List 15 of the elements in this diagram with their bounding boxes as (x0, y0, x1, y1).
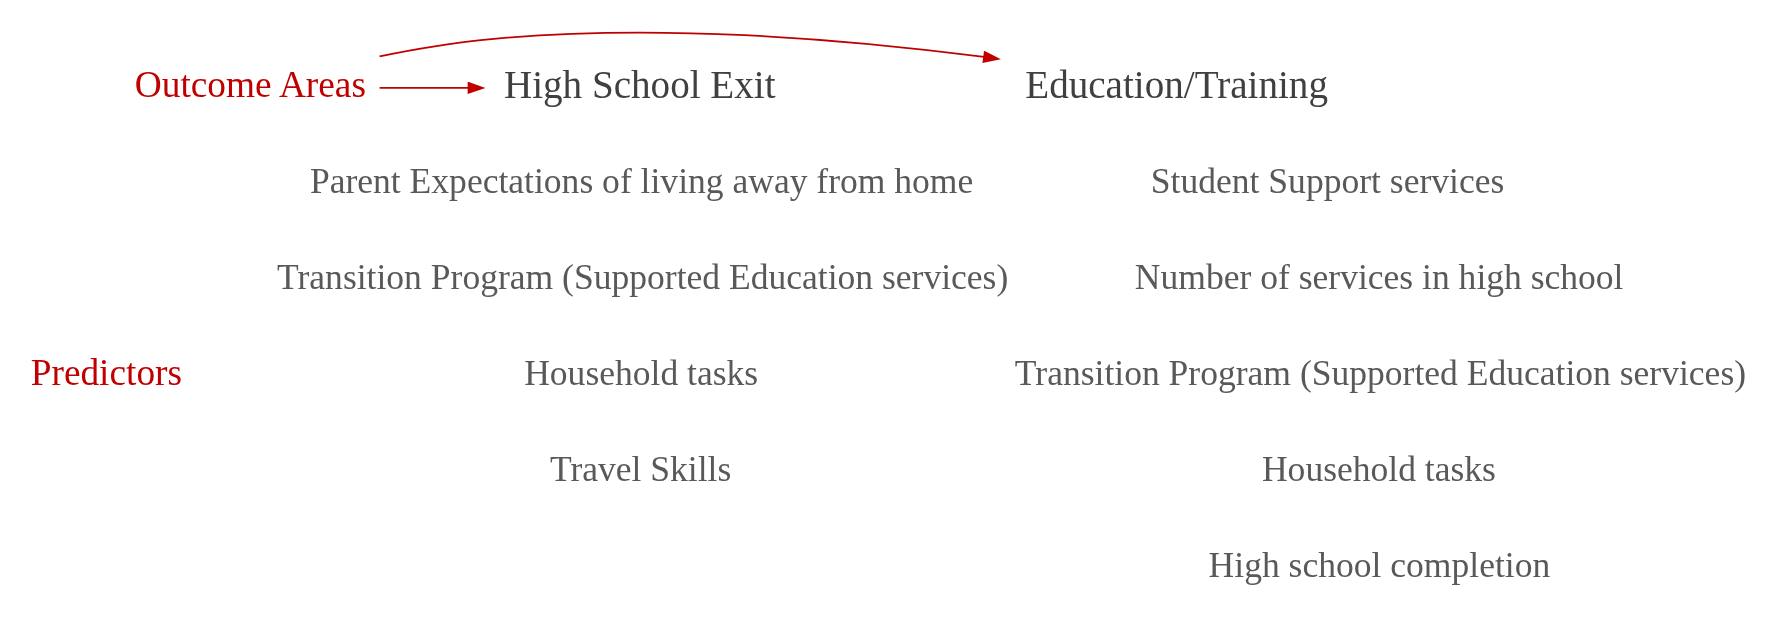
node-text: Outcome Areas (134, 64, 366, 106)
label: Household tasks (524, 352, 759, 393)
label: Travel Skills (549, 448, 732, 489)
arrow (378, 31, 1001, 63)
node-text: Predictors (30, 352, 183, 394)
label: High school completion (1208, 544, 1551, 585)
arrow (378, 81, 486, 95)
label: Transition Program (Supported Education services) (277, 256, 1009, 297)
label: Number of services in high school (1134, 256, 1624, 297)
label: Household tasks (1261, 448, 1496, 489)
node-text: Education/Training (1025, 62, 1328, 106)
label: Parent Expectations of living away from home (309, 160, 974, 201)
node-text: High School Exit (503, 62, 776, 106)
label: Transition Program (Supported Education services) (1014, 352, 1747, 393)
label: Student Support services (1150, 160, 1505, 201)
